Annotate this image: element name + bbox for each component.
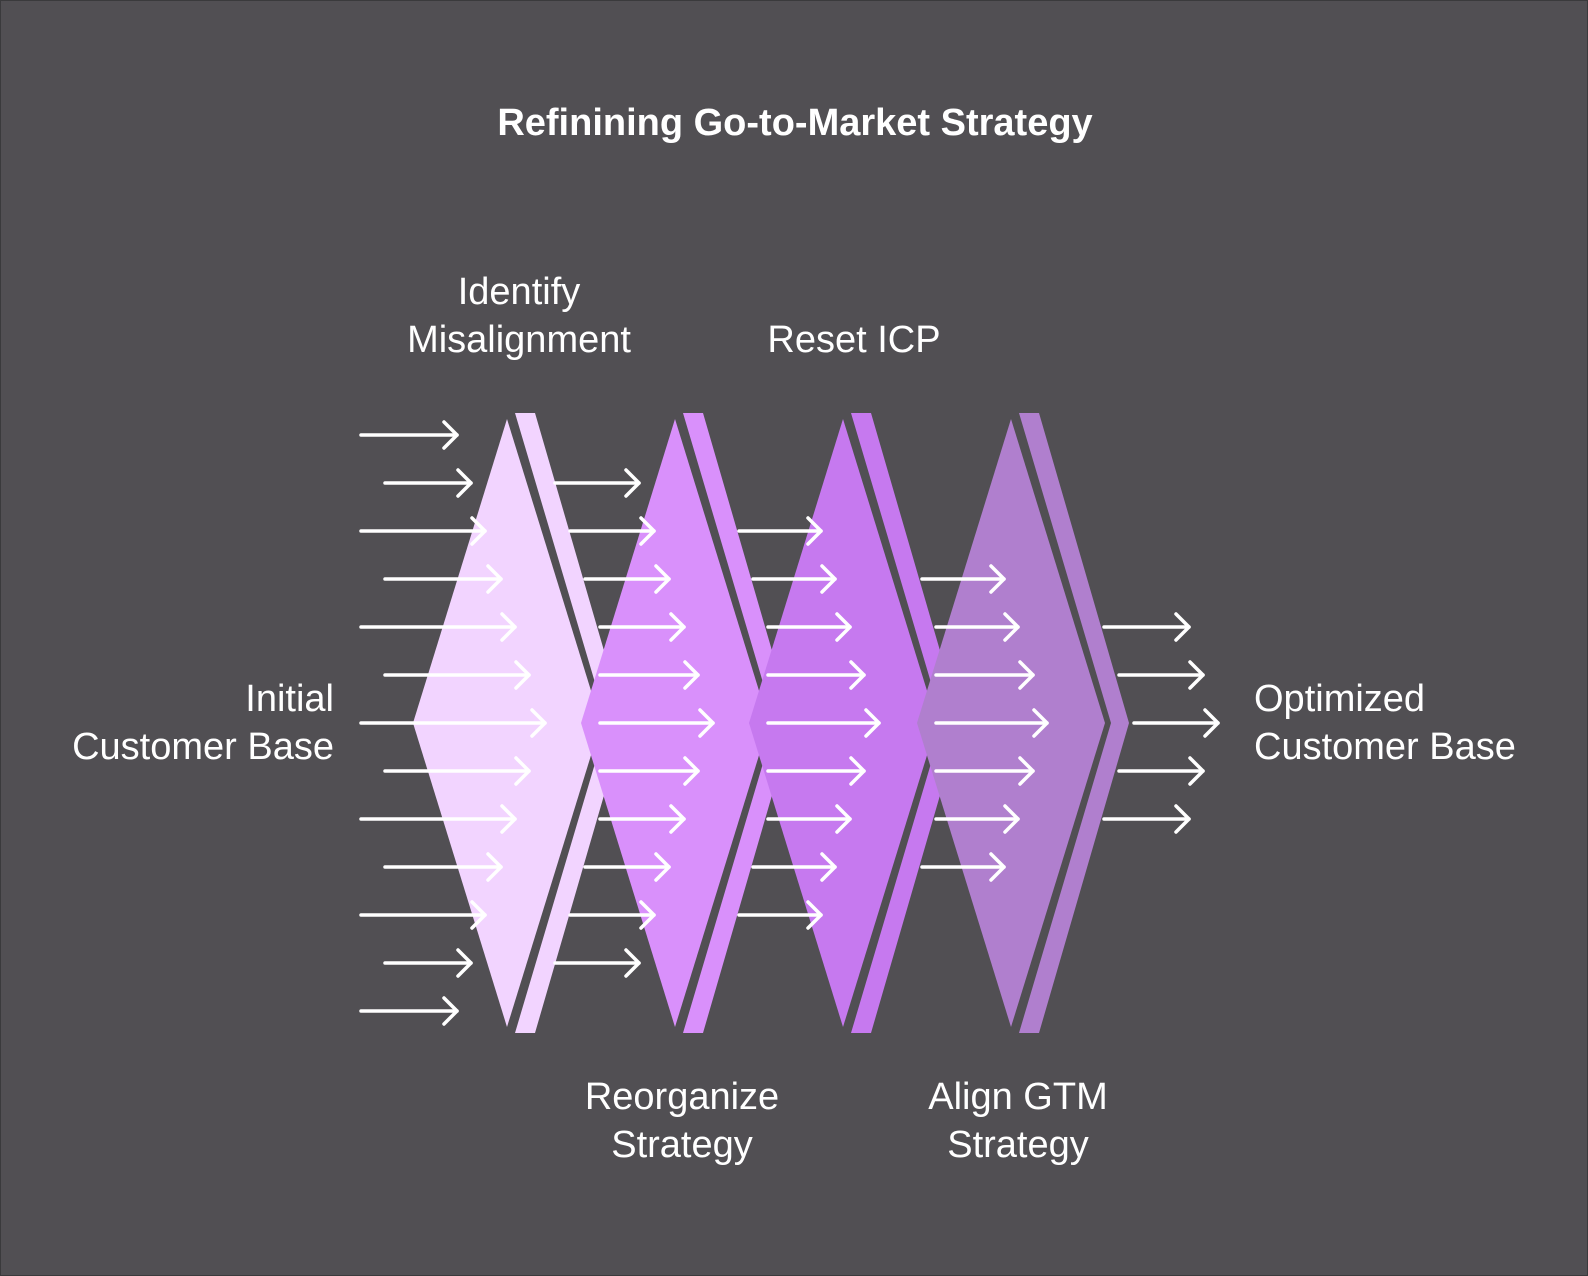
flow-arrow-icon [359,420,459,450]
flow-arrow-icon [751,564,837,594]
flow-arrow-icon [598,660,700,690]
stage-2-label-line-1: Reorganize [585,1076,779,1118]
flow-arrow-icon [553,948,641,978]
flow-arrow-icon [920,564,1006,594]
flow-arrow-icon [598,756,700,786]
flow-arrow-icon [934,612,1020,642]
flow-arrow-icon [383,852,503,882]
flow-arrow-icon [583,564,671,594]
flow-arrow-icon [766,660,866,690]
stage-3-label-line-1: Reset ICP [767,319,940,361]
flow-arrow-icon [934,804,1020,834]
stage-3-edge [851,413,961,1033]
flow-arrow-icon [568,516,656,546]
flow-arrow-icon [383,948,473,978]
flow-arrow-icon [598,804,686,834]
output-label-line-1: Optimized [1254,678,1425,720]
flow-arrow-icon [383,468,473,498]
flow-arrow-icon [359,708,547,738]
input-label-line-2: Customer Base [72,726,334,768]
stage-1-edge [515,413,625,1033]
flow-arrow-icon [737,900,823,930]
flow-arrow-icon [1102,804,1191,834]
stage-1-label-line-2: Misalignment [407,319,631,361]
flow-arrow-icon [598,612,686,642]
flow-arrow-icon [383,660,531,690]
flow-arrow-icon [934,708,1049,738]
stage-1-label-line-1: Identify [458,271,581,313]
flow-arrow-icon [1117,660,1205,690]
flow-arrow-icon [359,804,517,834]
stage-4-label-line-1: Align GTM [928,1076,1107,1118]
flow-arrow-icon [766,612,852,642]
flow-arrow-icon [359,996,459,1026]
flow-arrow-icon [383,756,531,786]
flow-arrow-icon [1132,708,1220,738]
flow-arrow-icon [1117,756,1205,786]
stage-4-label-line-2: Strategy [947,1124,1089,1166]
flow-arrow-icon [359,900,487,930]
flow-arrow-icon [766,708,881,738]
flow-arrow-icon [766,804,852,834]
flow-arrow-icon [920,852,1006,882]
flow-arrow-icon [583,852,671,882]
flow-arrow-icon [568,900,656,930]
flow-arrow-icon [751,852,837,882]
flow-arrow-icon [934,756,1035,786]
stage-2-edge [683,413,793,1033]
input-label-line-1: Initial [245,678,334,720]
flow-arrows [359,420,1220,1026]
diagram-title: Refinining Go-to-Market Strategy [497,102,1092,144]
flow-arrow-icon [934,660,1035,690]
stage-2-label-line-2: Strategy [611,1124,753,1166]
flow-arrow-icon [553,468,641,498]
output-label-line-2: Customer Base [1254,726,1516,768]
flow-arrow-icon [359,612,517,642]
flow-arrow-icon [737,516,823,546]
flow-arrow-icon [766,756,866,786]
flow-arrow-icon [383,564,503,594]
flow-arrow-icon [359,516,487,546]
flow-arrow-icon [1102,612,1191,642]
stage-4-edge [1019,413,1129,1033]
flow-arrow-icon [598,708,715,738]
